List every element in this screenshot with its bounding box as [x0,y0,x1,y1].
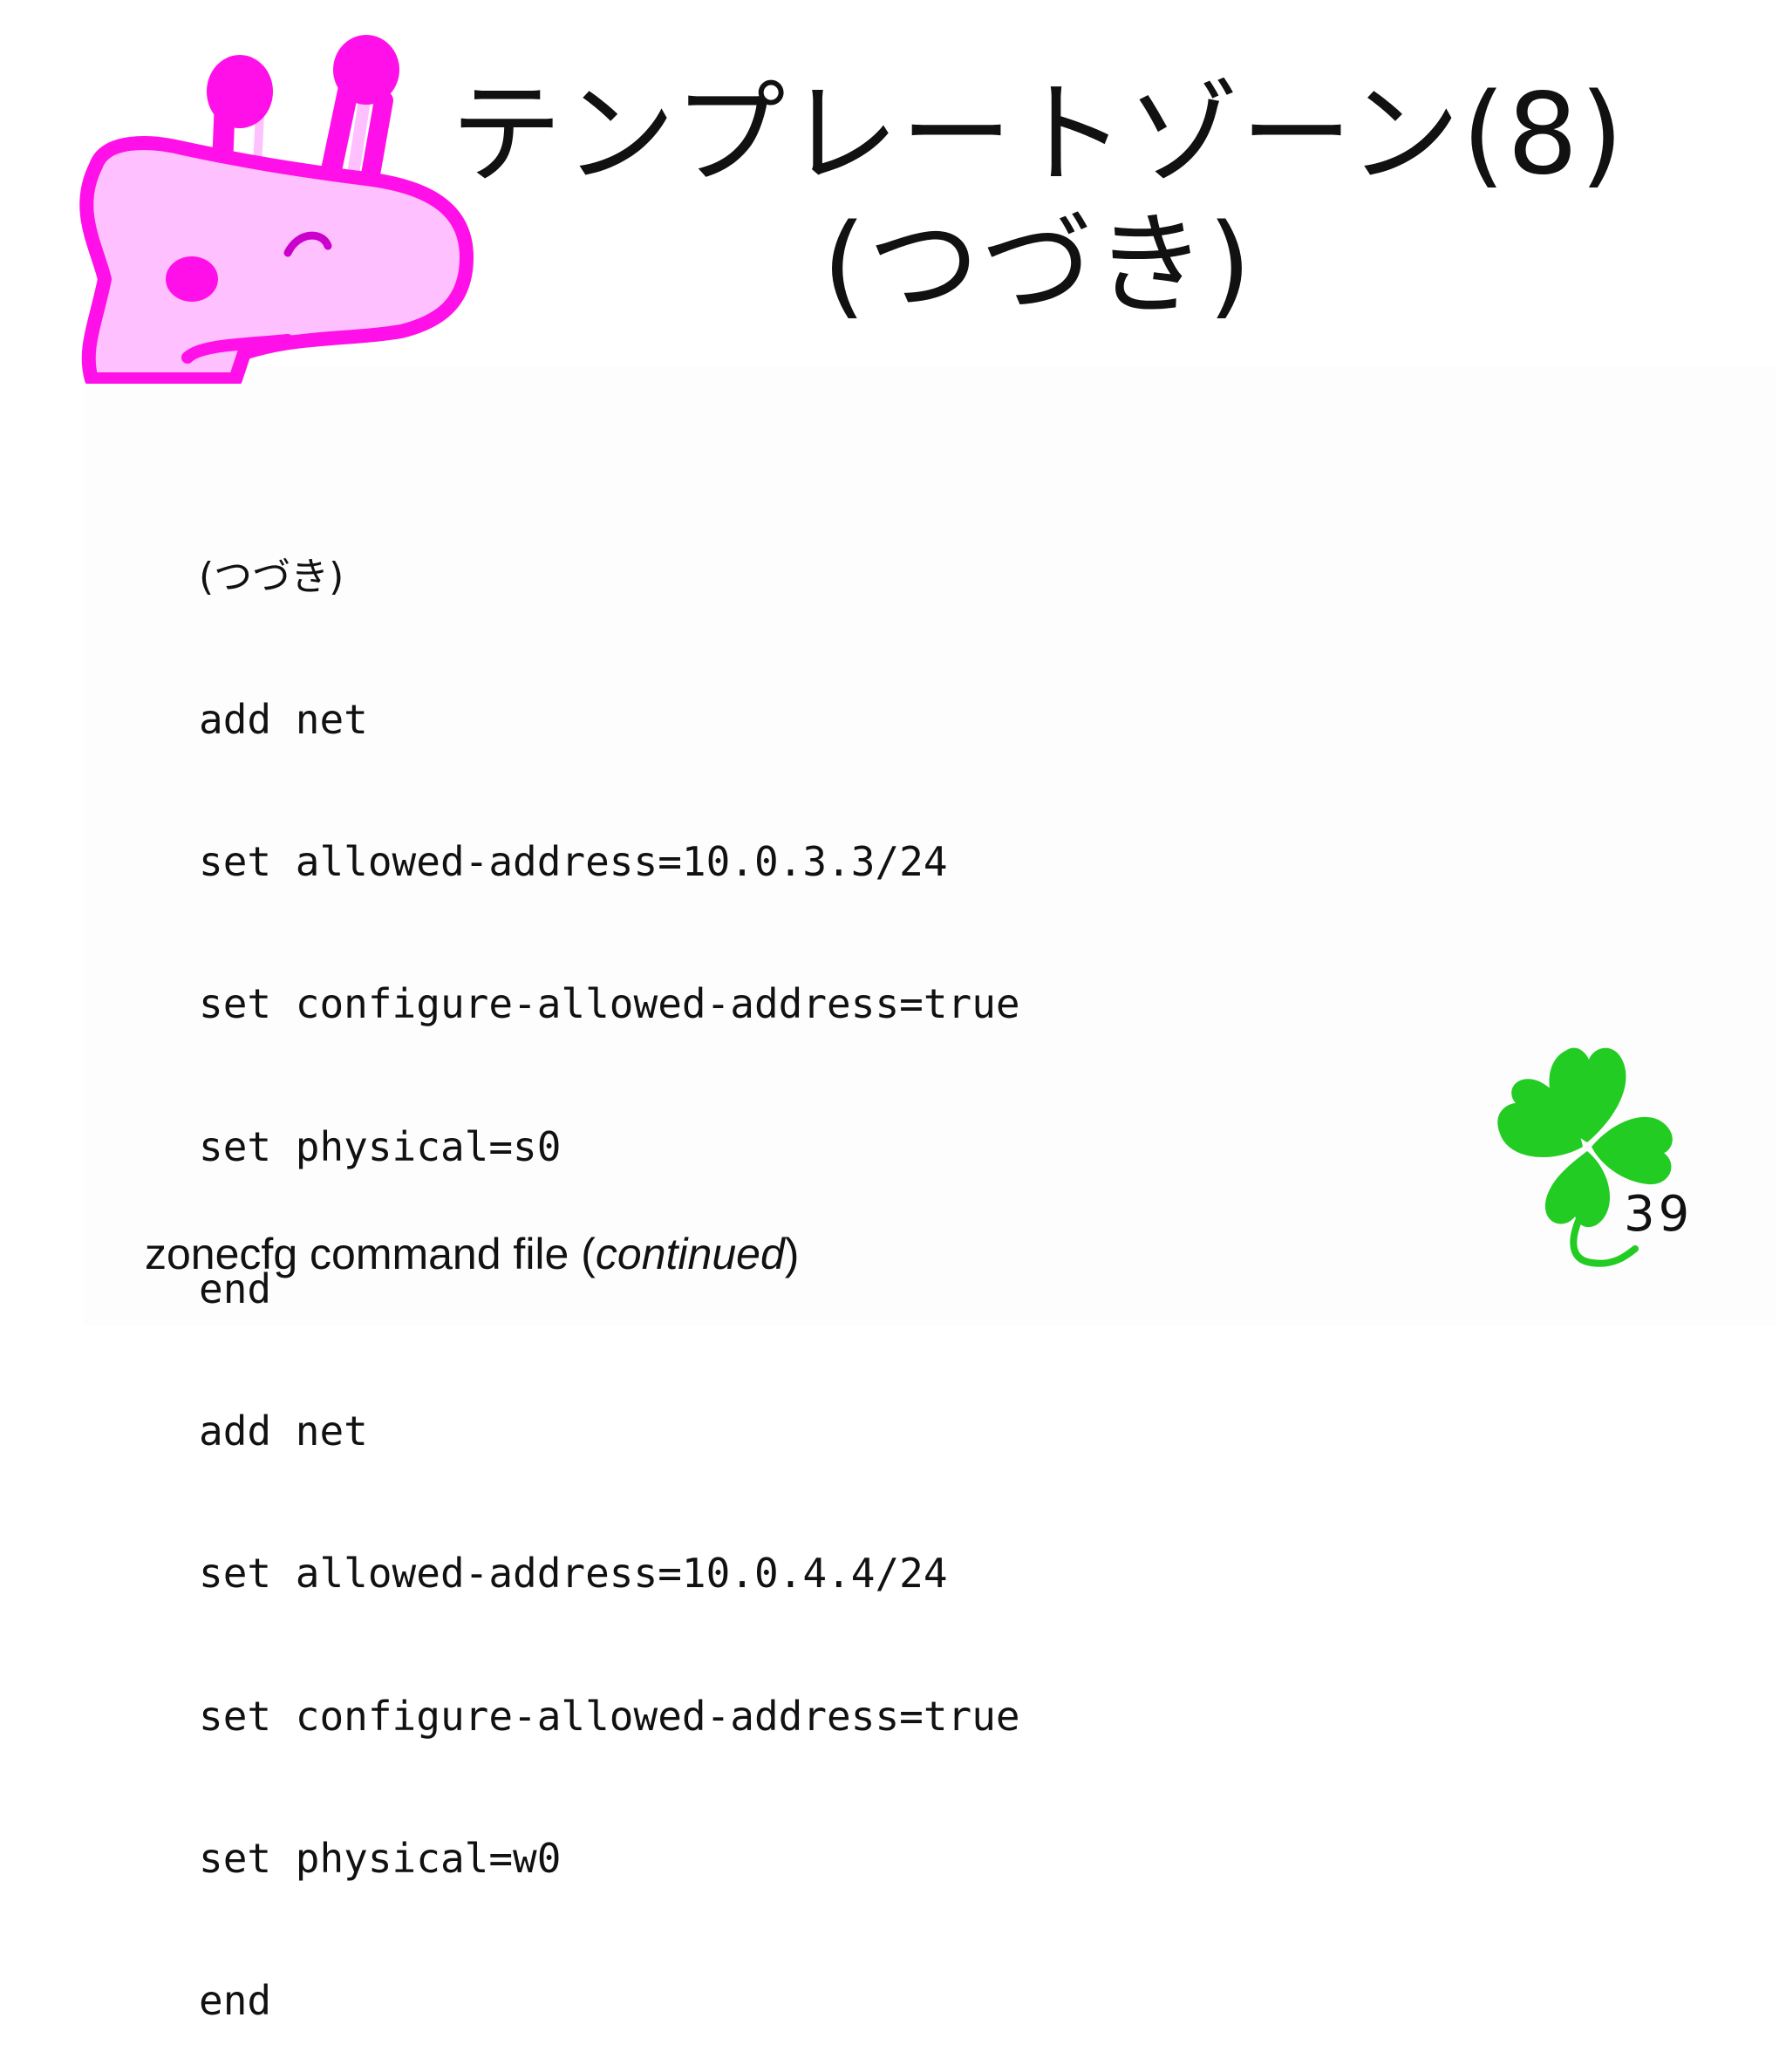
code-line: set physical=s0 [199,1122,562,1170]
code-line: set physical=w0 [199,1834,562,1882]
code-line: end [199,1977,272,2024]
title-line-1: テンプレートゾーン(8) [450,70,1626,200]
title-line-2: (つづき) [822,201,1253,331]
slide-background [84,366,1776,1326]
code-line: (つづき) [199,554,344,599]
code-line: add net [199,1407,368,1455]
caption-italic: continued [595,1230,785,1278]
caption-text: zonecfg command file ( [145,1230,596,1278]
code-line: add net [199,696,368,744]
caption-close: ) [784,1230,800,1278]
code-line: end [199,1264,272,1312]
code-line: set allowed-address=10.0.3.3/24 [199,838,948,886]
slide-title: テンプレートゾーン(8) (つづき) [419,70,1657,331]
giraffe-icon [79,35,474,384]
code-line: set configure-allowed-address=true [199,1692,1020,1740]
code-line: set configure-allowed-address=true [199,980,1020,1028]
page-number: 39 [1624,1186,1694,1243]
slide-caption: zonecfg command file (continued) [145,1228,799,1280]
code-line: set allowed-address=10.0.4.4/24 [199,1550,948,1598]
four-leaf-clover-icon [1497,1047,1673,1267]
